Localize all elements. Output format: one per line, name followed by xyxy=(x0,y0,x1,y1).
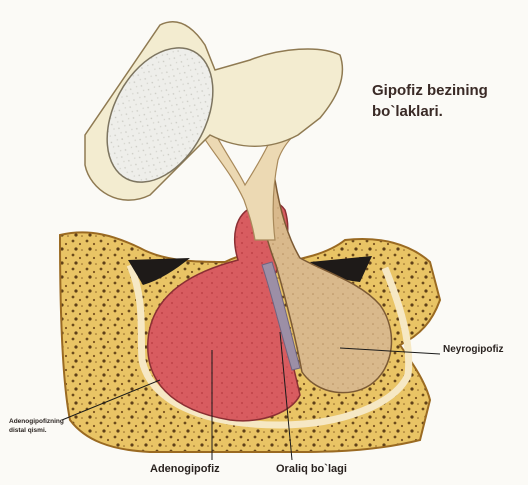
diagram-title: Gipofiz bezining bo`laklari. xyxy=(372,80,488,122)
diagram-title-line1: Gipofiz bezining xyxy=(372,80,488,101)
label-oraliq: Oraliq bo`lagi xyxy=(276,463,347,475)
label-distal-line1: Adenogipofizning xyxy=(9,417,64,426)
label-distal-line2: distal qismi. xyxy=(9,426,64,435)
label-neyrogipofiz: Neyrogipofiz xyxy=(443,344,504,355)
diagram-title-line2: bo`laklari. xyxy=(372,101,488,122)
label-distal: Adenogipofizning distal qismi. xyxy=(9,417,64,435)
label-adenogipofiz: Adenogipofiz xyxy=(150,463,220,475)
